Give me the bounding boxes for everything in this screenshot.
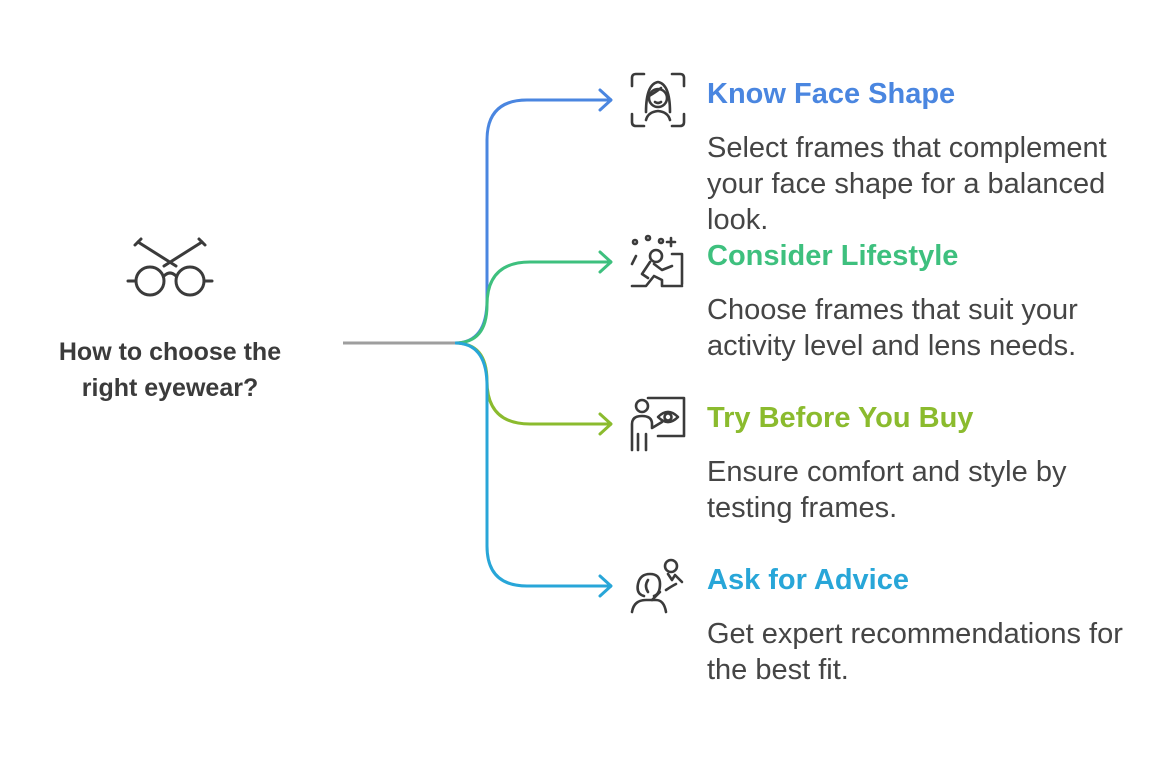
branch-title: Try Before You Buy <box>707 402 974 434</box>
person-asking-icon <box>630 558 684 614</box>
arrowhead-know-face-shape <box>598 88 613 112</box>
branch-title: Know Face Shape <box>707 78 956 110</box>
arrowhead-consider-lifestyle <box>598 250 613 274</box>
arrowhead-ask-for-advice <box>598 574 613 598</box>
branch-description: Select frames that complement your face … <box>707 132 1107 236</box>
root-node: How to choose the right eyewear? <box>30 236 310 406</box>
connector-consider-lifestyle <box>454 260 612 345</box>
root-title: How to choose the right eyewear? <box>58 338 282 402</box>
branch-title: Ask for Advice <box>707 564 909 596</box>
connector-know-face-shape <box>454 98 612 345</box>
connector-ask-for-advice <box>454 341 612 588</box>
presenter-eye-icon <box>630 396 686 452</box>
branch-description: Choose frames that suit your activity le… <box>707 294 1078 362</box>
arrowhead-try-before-you-buy <box>598 412 613 436</box>
active-person-icon <box>630 234 684 288</box>
eyeglasses-icon <box>126 237 214 297</box>
face-scan-icon <box>630 72 686 128</box>
branch-description: Get expert recommendations for the best … <box>707 618 1123 686</box>
branch-description: Ensure comfort and style by testing fram… <box>707 456 1067 524</box>
branch-title: Consider Lifestyle <box>707 240 959 272</box>
